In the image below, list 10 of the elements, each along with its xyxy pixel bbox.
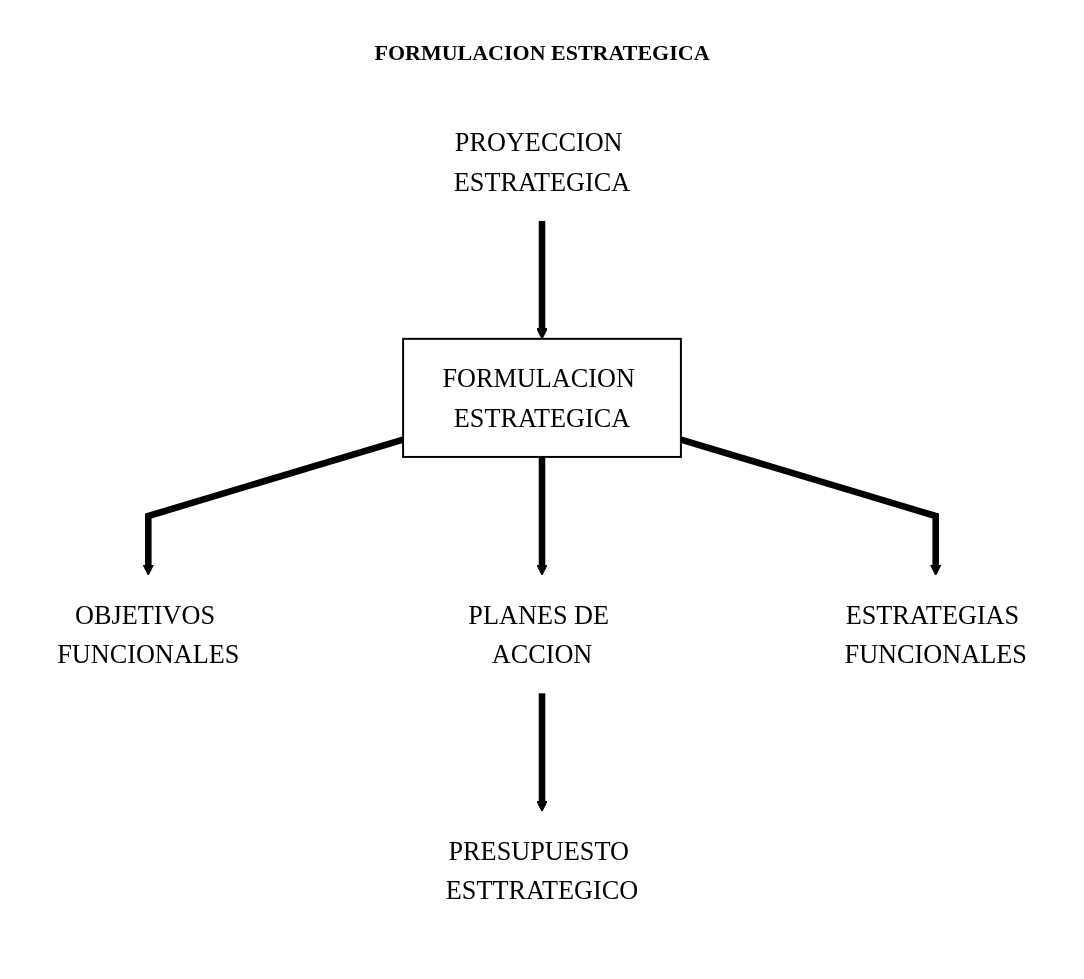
arrow bbox=[536, 220, 548, 340]
node-box: FORMULACION ESTRATEGICA bbox=[402, 337, 682, 458]
arrow bbox=[536, 693, 548, 812]
arrow bbox=[536, 456, 548, 576]
node-text: PROYECCION ESTRATEGICA bbox=[453, 127, 631, 196]
diagram-title: FORMULACION ESTRATEGICA bbox=[373, 40, 711, 66]
node-text: PLANES DE ACCION bbox=[468, 599, 610, 669]
node-text: PRESUPUESTO ESTTRATEGICO bbox=[445, 836, 639, 905]
node-text: ESTRATEGIAS FUNCIONALES bbox=[844, 599, 1027, 669]
node-text: OBJETIVOS FUNCIONALES bbox=[57, 599, 240, 669]
